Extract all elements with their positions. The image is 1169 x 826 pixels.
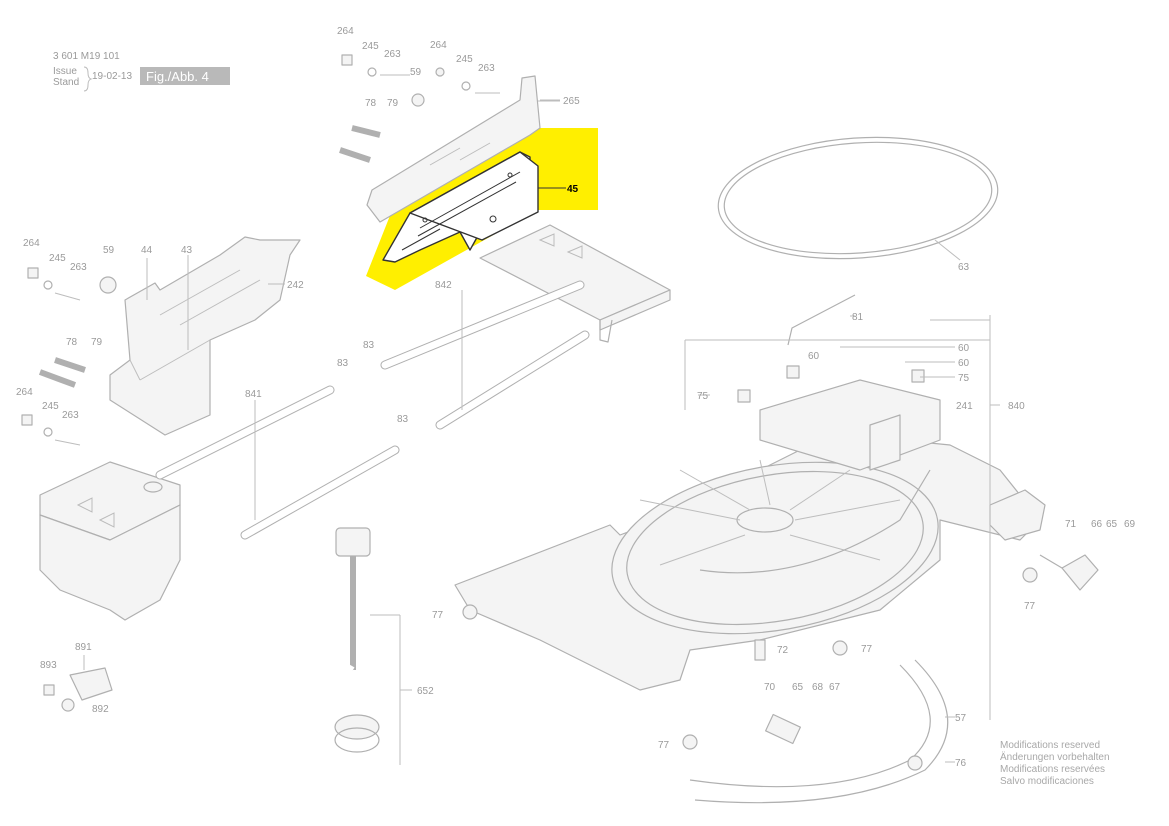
part-label: 263 bbox=[384, 49, 401, 60]
part-label: 44 bbox=[141, 245, 153, 256]
part-label: 81 bbox=[852, 312, 864, 323]
issue-date: 19-02-13 bbox=[92, 71, 132, 82]
part-label: 75 bbox=[958, 373, 970, 384]
part-45-label: 45 bbox=[567, 184, 579, 195]
part-label: 77 bbox=[861, 644, 873, 655]
fasteners bbox=[21, 54, 1038, 771]
ring-63 bbox=[717, 136, 999, 260]
part-label: 264 bbox=[16, 387, 33, 398]
notice-line: Modifications reserved bbox=[1000, 740, 1100, 751]
right-extension bbox=[479, 224, 671, 343]
stop-bracket bbox=[989, 489, 1099, 591]
part-label: 60 bbox=[958, 343, 970, 354]
notice-line: Modifications reservées bbox=[1000, 764, 1105, 775]
bracket-840 bbox=[684, 315, 1000, 720]
part-label: 77 bbox=[658, 740, 670, 751]
figure-label: Fig./Abb. 4 bbox=[146, 69, 209, 84]
part-label: 43 bbox=[181, 245, 193, 256]
part-label: 59 bbox=[410, 67, 422, 78]
issue-label: Issue bbox=[53, 66, 77, 77]
part-label: 264 bbox=[337, 26, 354, 37]
part-label: 69 bbox=[1124, 519, 1136, 530]
part-label: 71 bbox=[1065, 519, 1077, 530]
part-label: 60 bbox=[808, 351, 820, 362]
part-label: 652 bbox=[417, 686, 434, 697]
part-label: 63 bbox=[958, 262, 970, 273]
part-label: 65 bbox=[792, 682, 804, 693]
part-labels: 264 245 263 59 264 245 263 78 79 265 264… bbox=[16, 26, 1136, 769]
left-extension bbox=[39, 461, 181, 621]
part-label: 264 bbox=[23, 238, 40, 249]
part-label: 72 bbox=[777, 645, 789, 656]
fence-265 bbox=[366, 75, 560, 223]
leader-lines bbox=[83, 100, 961, 763]
part-label: 83 bbox=[397, 414, 409, 425]
part-label: 78 bbox=[66, 337, 78, 348]
part-label: 79 bbox=[91, 337, 103, 348]
part-label: 840 bbox=[1008, 401, 1025, 412]
part-label: 263 bbox=[478, 63, 495, 74]
part-label: 66 bbox=[1091, 519, 1103, 530]
part-label: 78 bbox=[365, 98, 377, 109]
part-label: 245 bbox=[362, 41, 379, 52]
part-label: 263 bbox=[62, 410, 79, 421]
notice-line: Salvo modificaciones bbox=[1000, 776, 1094, 787]
part-label: 245 bbox=[42, 401, 59, 412]
part-label: 60 bbox=[958, 358, 970, 369]
part-label: 892 bbox=[92, 704, 109, 715]
part-label: 264 bbox=[430, 40, 447, 51]
part-label: 76 bbox=[955, 758, 967, 769]
part-label: 83 bbox=[337, 358, 349, 369]
part-label: 67 bbox=[829, 682, 841, 693]
part-label: 245 bbox=[456, 54, 473, 65]
part-label: 65 bbox=[1106, 519, 1118, 530]
part-label: 242 bbox=[287, 280, 304, 291]
part-label: 83 bbox=[363, 340, 375, 351]
part-label: 263 bbox=[70, 262, 87, 273]
part-label: 891 bbox=[75, 642, 92, 653]
base-assembly bbox=[454, 379, 1041, 691]
part-label: 70 bbox=[764, 682, 776, 693]
bracket-891 bbox=[69, 667, 113, 701]
part-45-drawing[interactable] bbox=[382, 151, 539, 263]
part-label: 75 bbox=[697, 391, 709, 402]
part-label: 893 bbox=[40, 660, 57, 671]
part-label: 79 bbox=[387, 98, 399, 109]
part-label: 57 bbox=[955, 713, 967, 724]
part-label: 77 bbox=[432, 610, 444, 621]
doc-number: 3 601 M19 101 bbox=[53, 51, 120, 62]
part-label: 68 bbox=[812, 682, 824, 693]
stand-label: Stand bbox=[53, 77, 79, 88]
part-label: 245 bbox=[49, 253, 66, 264]
fence-43 bbox=[109, 236, 301, 436]
allen-key-81 bbox=[787, 294, 856, 346]
clamp-652 bbox=[262, 527, 412, 800]
figure-label-box bbox=[140, 67, 230, 85]
part-label: 842 bbox=[435, 280, 452, 291]
issue-brace bbox=[83, 66, 93, 92]
part-label: 241 bbox=[956, 401, 973, 412]
part-label: 59 bbox=[103, 245, 115, 256]
guide-rods bbox=[155, 280, 590, 540]
part-label: 77 bbox=[1024, 601, 1036, 612]
part-label: 841 bbox=[245, 389, 262, 400]
notice-line: Änderungen vorbehalten bbox=[1000, 751, 1110, 763]
modifications-notice: Modifications reserved Änderungen vorbeh… bbox=[1000, 740, 1110, 787]
arc-57 bbox=[689, 659, 949, 804]
part-label: 265 bbox=[563, 96, 580, 107]
